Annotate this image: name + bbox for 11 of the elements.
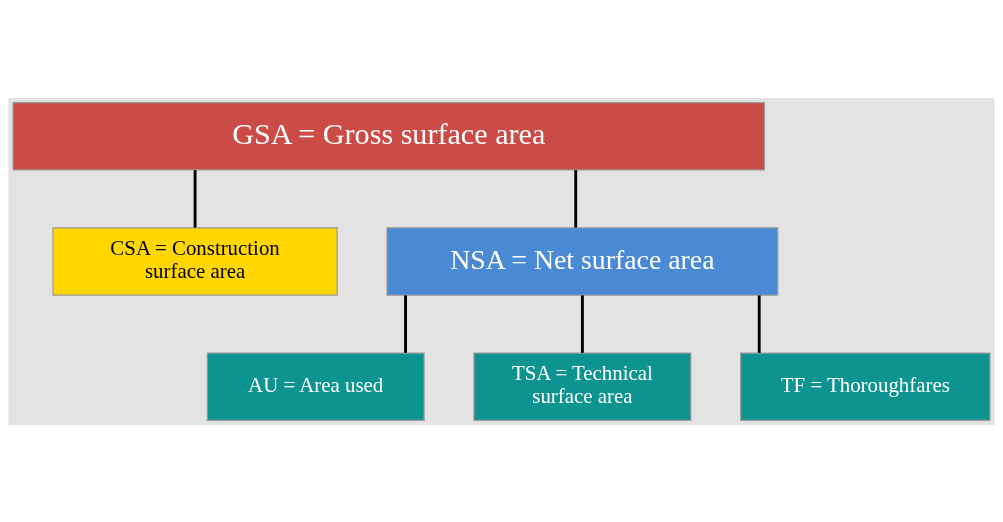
connector (193, 169, 197, 228)
connector (574, 169, 578, 228)
node-box: AU = Area used (206, 352, 425, 421)
node-box: TF = Thoroughfares (740, 352, 991, 421)
node-box: CSA = Construction surface area (52, 226, 338, 296)
node-box: NSA = Net surface area (386, 226, 779, 296)
node-box: TSA = Technical surface area (473, 352, 692, 421)
connector (757, 294, 761, 353)
node-box: GSA = Gross surface area (12, 101, 765, 170)
connector (580, 294, 584, 353)
connector (404, 294, 407, 353)
